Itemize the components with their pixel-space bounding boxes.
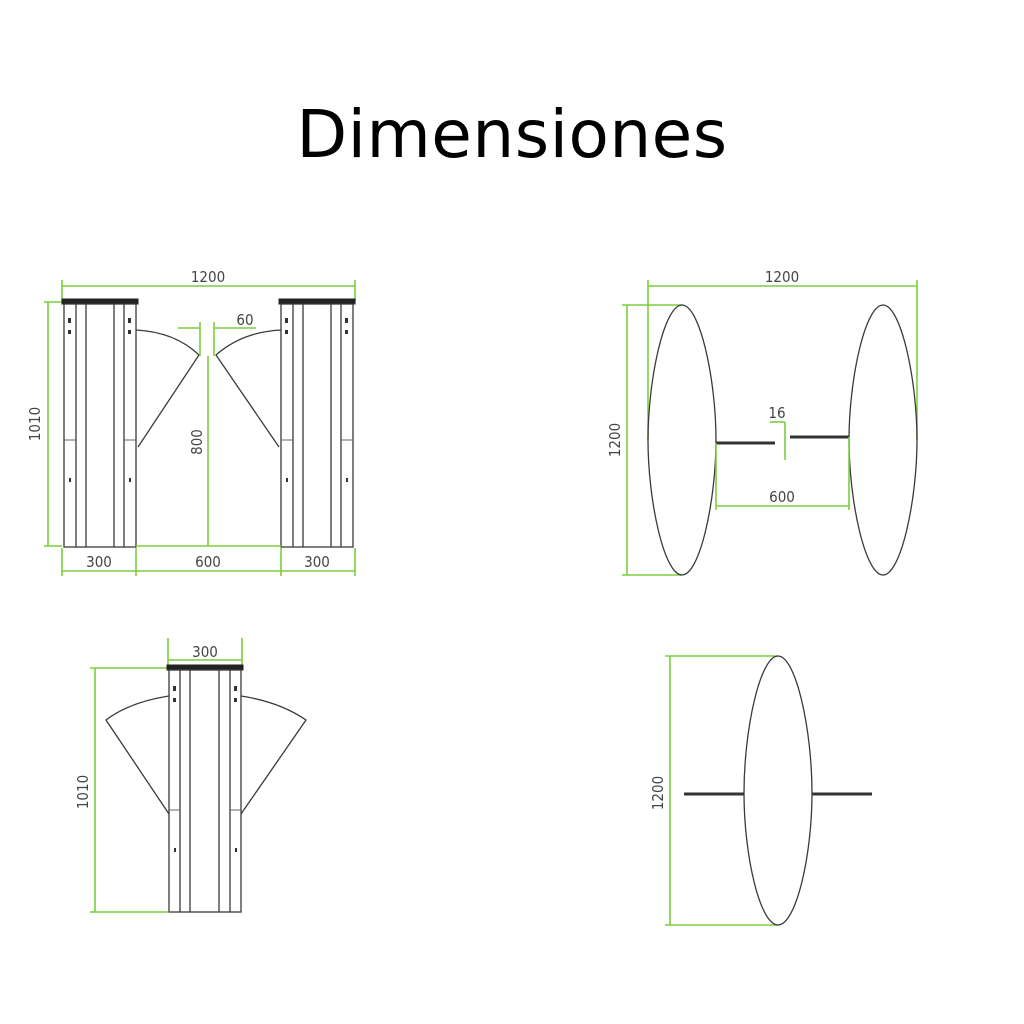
page-title: Dimensiones	[296, 96, 728, 173]
front-view: 1200 1010	[26, 268, 356, 576]
front-flap-height-label: 800	[188, 429, 206, 455]
top-passage-label: 600	[769, 488, 795, 506]
front-height-label: 1010	[26, 407, 44, 441]
single-length-label: 1200	[649, 776, 667, 810]
front-cabinet-left-label: 300	[86, 553, 112, 571]
top-view: 1200 1200 16 600	[606, 268, 918, 576]
side-view: 300 1010	[74, 638, 307, 913]
side-width-label: 300	[192, 643, 218, 661]
single-top-view: 1200	[649, 655, 872, 926]
top-length-label: 1200	[765, 268, 799, 286]
top-flap-gap-label: 16	[768, 404, 785, 422]
front-width-label: 1200	[191, 268, 225, 286]
top-width-label: 1200	[606, 423, 624, 457]
front-cabinet-right-label: 300	[304, 553, 330, 571]
front-passage-label: 600	[195, 553, 221, 571]
side-height-label: 1010	[74, 775, 92, 809]
front-gap-label: 60	[236, 311, 253, 329]
